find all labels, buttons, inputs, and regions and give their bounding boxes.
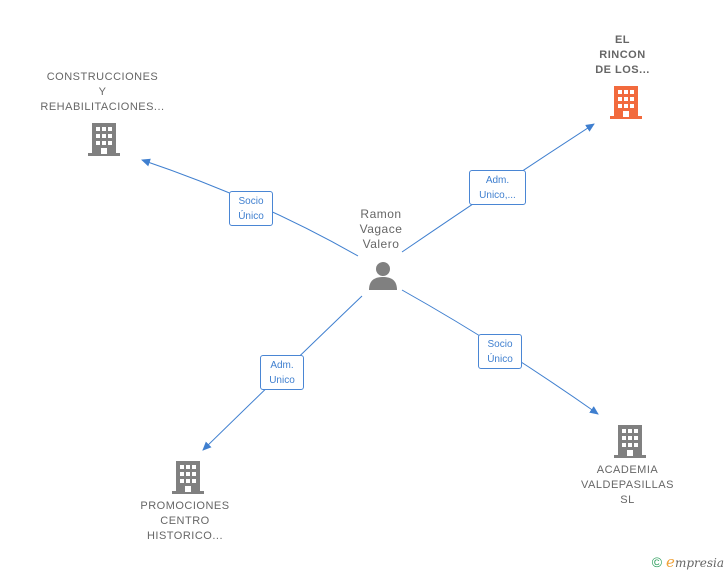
brand-initial: e (666, 553, 675, 571)
node-label-line: HISTORICO... (146, 530, 224, 542)
node-label-line: REHABILITACIONES... (40, 101, 165, 113)
brand-logo: empresia (666, 553, 724, 571)
edge-badge-promociones[interactable]: Adm. Unico (260, 355, 304, 390)
building-icon[interactable] (172, 459, 204, 495)
edge-badge-line: Unico (269, 375, 295, 386)
center-person-label[interactable]: Ramon Vagace Valero (346, 207, 416, 252)
node-label-line: EL (614, 34, 631, 46)
building-icon[interactable] (88, 121, 120, 157)
center-label-line: Valero (362, 237, 400, 251)
node-label-line: RINCON (599, 49, 646, 61)
node-label-line: Y (98, 86, 107, 98)
edge-badge-line: Socio (238, 196, 264, 207)
node-label-promociones[interactable]: PROMOCIONES CENTRO HISTORICO... (125, 499, 245, 544)
node-label-line: CONSTRUCCIONES (46, 71, 159, 83)
node-label-construcciones[interactable]: CONSTRUCCIONES Y REHABILITACIONES... (30, 70, 175, 115)
edge-badge-construcciones[interactable]: Socio Único (229, 191, 273, 226)
edge-badge-el-rincon[interactable]: Adm. Unico,... (469, 170, 526, 205)
building-icon[interactable] (614, 423, 646, 459)
node-label-line: PROMOCIONES (140, 500, 230, 512)
edge-badge-line: Adm. (270, 360, 294, 371)
node-label-el-rincon[interactable]: EL RINCON DE LOS... (575, 33, 670, 78)
copyright-symbol: © (651, 554, 663, 570)
brand-footer: ©empresia (652, 553, 724, 571)
edge-badge-academia[interactable]: Socio Único (478, 334, 522, 369)
brand-name: mpresia (674, 556, 724, 570)
edge-badge-line: Único (487, 354, 513, 365)
node-label-line: SL (620, 494, 635, 506)
node-label-line: VALDEPASILLAS (581, 479, 674, 491)
edge-badge-line: Adm. (485, 175, 510, 186)
edge-badge-line: Unico,... (479, 190, 516, 201)
node-label-line: ACADEMIA (596, 464, 659, 476)
edge-badge-line: Único (238, 211, 264, 222)
center-label-line: Vagace (359, 222, 403, 236)
edge-badge-line: Socio (487, 339, 513, 350)
building-icon-highlight[interactable] (610, 84, 642, 120)
node-label-academia[interactable]: ACADEMIA VALDEPASILLAS SL (570, 463, 685, 508)
node-label-line: CENTRO (160, 515, 210, 527)
center-label-line: Ramon (360, 207, 402, 221)
person-icon[interactable] (368, 260, 398, 290)
node-label-line: DE LOS... (595, 64, 650, 76)
